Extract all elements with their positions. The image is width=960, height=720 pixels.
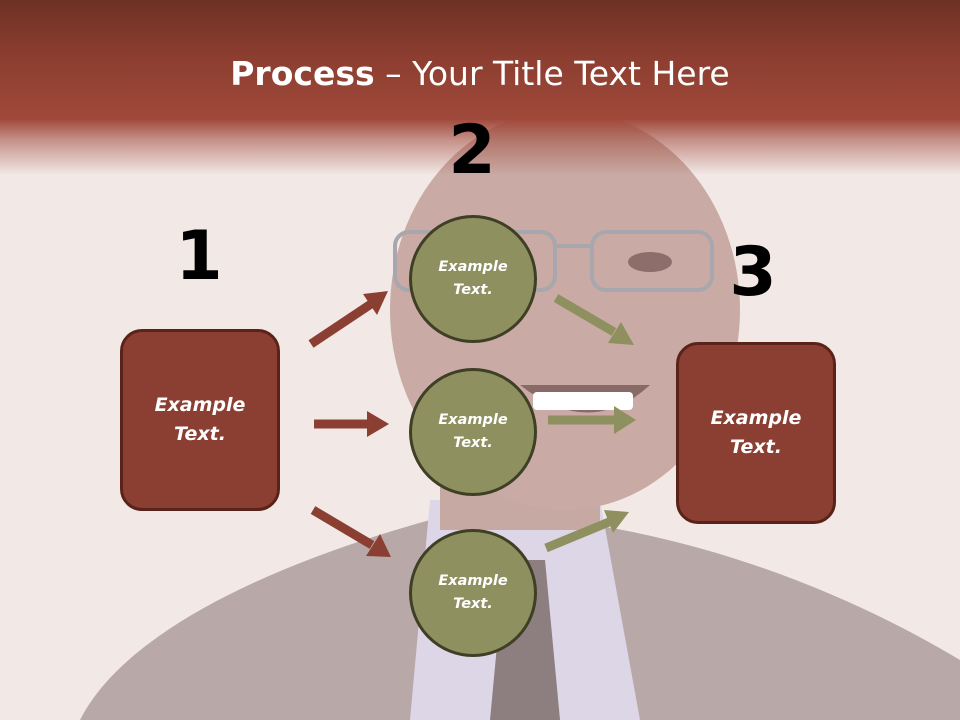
end-box-text: Example Text. — [710, 407, 802, 458]
circle-bottom-text: Example Text. — [438, 573, 508, 612]
start-box-text: Example Text. — [154, 394, 246, 445]
step-number-3: 3 — [729, 233, 777, 312]
title-rest: – Your Title Text Here — [374, 54, 730, 93]
step-number-1: 1 — [175, 217, 223, 296]
circle-middle-text: Example Text. — [438, 412, 508, 451]
circle-middle: Example Text. — [409, 368, 537, 496]
step-number-2: 2 — [448, 111, 496, 190]
slide-title: Process – Your Title Text Here — [0, 54, 960, 94]
end-box: Example Text. — [676, 342, 836, 524]
title-bold: Process — [230, 54, 375, 93]
title-band — [0, 0, 960, 175]
start-box: Example Text. — [120, 329, 280, 511]
circle-top-text: Example Text. — [438, 259, 508, 298]
circle-bottom: Example Text. — [409, 529, 537, 657]
circle-top: Example Text. — [409, 215, 537, 343]
